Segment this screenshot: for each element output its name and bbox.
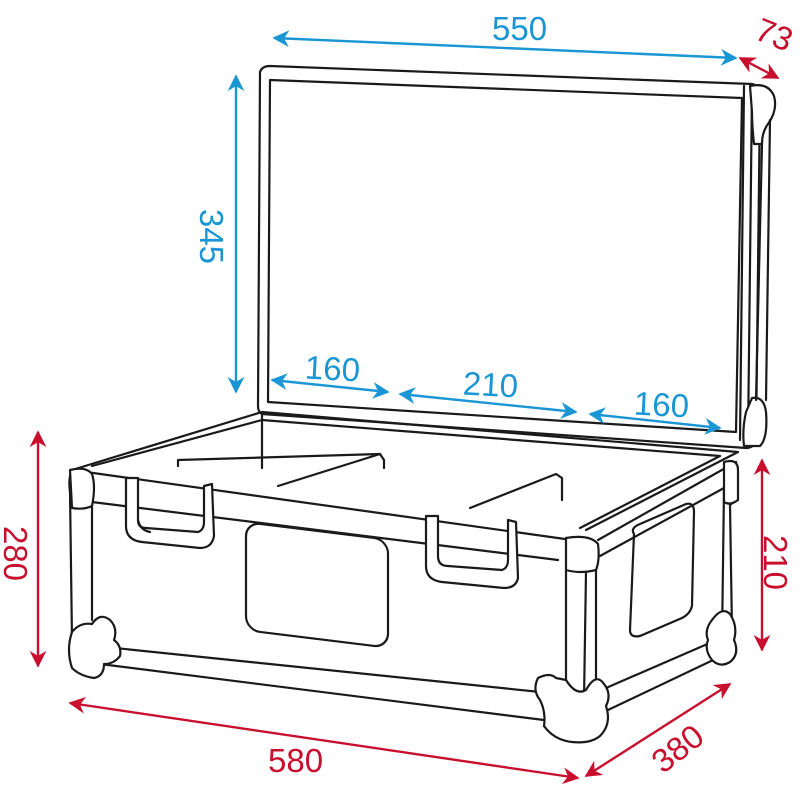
compartment-left-label: 160 [304,348,361,389]
width-dimension-line [584,682,732,778]
compartment-right-dimension-line [588,407,722,435]
length-label: 580 [268,742,324,779]
compartment-left-dimension-line [270,373,390,399]
lid-height-label: 345 [193,208,231,265]
total-height-label: 280 [0,525,35,582]
compartment-right-label: 160 [633,384,690,425]
compartment-middle-label: 210 [462,364,519,405]
base-height-label: 210 [757,534,795,591]
case-body [67,410,740,744]
lid-depth-dimension-line [738,56,780,80]
length-dimension-line [68,696,580,785]
lid-width-dimension-line [272,30,738,66]
compartment-middle-dimension-line [398,387,578,419]
lid-width-label: 550 [492,10,548,47]
